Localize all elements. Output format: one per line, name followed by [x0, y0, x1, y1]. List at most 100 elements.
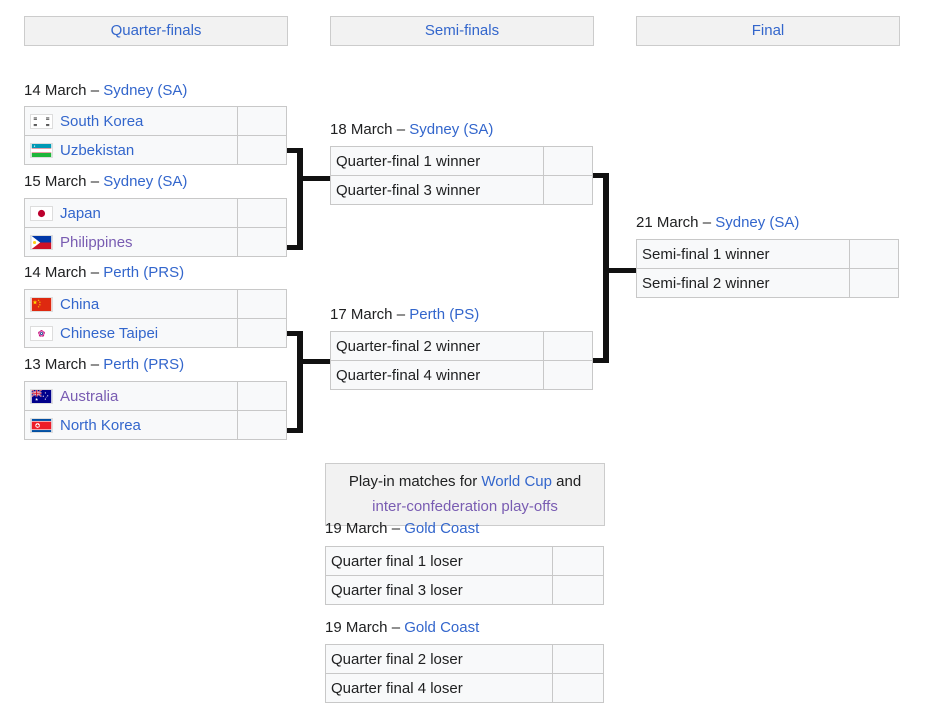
date-venue-separator: – — [396, 121, 406, 138]
score-cell — [543, 360, 593, 390]
south-korea-flag-icon — [30, 113, 53, 129]
round-header-label: Quarter-finals — [110, 22, 202, 39]
team-cell[interactable]: North Korea — [24, 410, 238, 440]
round-header-semi-finals: Semi-finals — [330, 16, 594, 46]
match-table-qf1: South Korea Uzbekistan — [24, 106, 287, 165]
bracket-connector-stub-qf3 — [287, 331, 303, 336]
table-row: Quarter final 1 loser — [325, 546, 604, 576]
match-date-qf4: 13 March – Perth (PRS) — [24, 355, 184, 375]
score-cell — [237, 227, 287, 257]
round-header-label: Semi-finals — [424, 22, 500, 39]
japan-flag-icon — [30, 205, 53, 221]
team-cell[interactable]: China — [24, 289, 238, 319]
bracket-connector-stub-qf4 — [287, 428, 303, 433]
match-date-text: 18 March — [330, 121, 393, 138]
score-cell — [552, 546, 604, 576]
bracket-connector-out-sf1 — [297, 176, 333, 181]
play-in-caption: Play-in matches for World Cup and inter-… — [325, 463, 605, 526]
team-name-link[interactable]: Uzbekistan — [60, 141, 135, 159]
match-date-qf2: 15 March – Sydney (SA) — [24, 172, 187, 192]
team-name-link[interactable]: North Korea — [60, 416, 141, 434]
match-venue-link[interactable]: Sydney (SA) — [715, 214, 800, 231]
team-cell[interactable]: South Korea — [24, 106, 238, 136]
match-date-qf3: 14 March – Perth (PRS) — [24, 263, 184, 283]
team-placeholder-label: Quarter final 2 loser — [331, 650, 463, 668]
team-placeholder-label: Semi-final 2 winner — [642, 274, 770, 292]
round-header-label: Final — [751, 22, 785, 39]
match-date-text: 19 March — [325, 520, 388, 537]
team-cell[interactable]: Philippines — [24, 227, 238, 257]
date-venue-separator: – — [391, 619, 401, 636]
team-name-link[interactable]: China — [60, 295, 100, 313]
match-venue-link[interactable]: Perth (PRS) — [103, 264, 185, 281]
australia-flag-icon — [30, 388, 53, 404]
match-date-sf1: 18 March – Sydney (SA) — [330, 120, 493, 140]
table-row: Uzbekistan — [24, 135, 287, 165]
china-flag-icon — [30, 296, 53, 312]
team-placeholder-label: Quarter-final 4 winner — [336, 366, 481, 384]
team-cell: Quarter-final 3 winner — [330, 175, 544, 205]
match-venue-link[interactable]: Gold Coast — [404, 619, 480, 636]
match-table-qf2: Japan Philippines — [24, 198, 287, 257]
match-date-sf2: 17 March – Perth (PS) — [330, 305, 479, 325]
bracket-connector-out-final — [603, 268, 639, 273]
team-cell[interactable]: Chinese Taipei — [24, 318, 238, 348]
team-cell: Quarter final 1 loser — [325, 546, 553, 576]
match-venue-link[interactable]: Perth (PS) — [409, 306, 480, 323]
table-row: South Korea — [24, 106, 287, 136]
score-cell — [552, 644, 604, 674]
match-venue-link[interactable]: Gold Coast — [404, 520, 480, 537]
score-cell — [237, 135, 287, 165]
team-name-link[interactable]: South Korea — [60, 112, 144, 130]
bracket-connector-stub-sf2 — [593, 358, 609, 363]
date-venue-separator: – — [396, 306, 406, 323]
team-cell[interactable]: Australia — [24, 381, 238, 411]
inter-confederation-play-offs-link[interactable]: inter-confederation play-offs — [372, 498, 558, 515]
table-row: Chinese Taipei — [24, 318, 287, 348]
match-table-playin1: Quarter final 1 loser Quarter final 3 lo… — [325, 546, 604, 605]
team-placeholder-label: Quarter-final 1 winner — [336, 152, 481, 170]
table-row: Philippines — [24, 227, 287, 257]
round-header-final: Final — [636, 16, 900, 46]
table-row: Quarter-final 3 winner — [330, 175, 593, 205]
score-cell — [543, 146, 593, 176]
team-placeholder-label: Quarter final 3 loser — [331, 581, 463, 599]
play-in-caption-post: and — [551, 473, 582, 490]
team-cell: Semi-final 1 winner — [636, 239, 850, 269]
score-cell — [237, 381, 287, 411]
match-date-text: 21 March — [636, 214, 699, 231]
world-cup-link[interactable]: World Cup — [481, 473, 552, 490]
team-placeholder-label: Quarter-final 3 winner — [336, 181, 481, 199]
score-cell — [237, 198, 287, 228]
match-table-final: Semi-final 1 winner Semi-final 2 winner — [636, 239, 899, 298]
date-venue-separator: – — [391, 520, 401, 537]
team-cell[interactable]: Uzbekistan — [24, 135, 238, 165]
team-cell: Quarter-final 1 winner — [330, 146, 544, 176]
table-row: Quarter final 4 loser — [325, 673, 604, 703]
match-venue-link[interactable]: Sydney (SA) — [409, 121, 494, 138]
match-venue-link[interactable]: Perth (PRS) — [103, 356, 185, 373]
team-cell: Quarter final 4 loser — [325, 673, 553, 703]
team-name-link[interactable]: Chinese Taipei — [60, 324, 159, 342]
score-cell — [237, 106, 287, 136]
match-date-playin2: 19 March – Gold Coast — [325, 618, 479, 638]
north-korea-flag-icon — [30, 417, 53, 433]
match-table-sf2: Quarter-final 2 winner Quarter-final 4 w… — [330, 331, 593, 390]
date-venue-separator: – — [90, 82, 100, 99]
match-table-playin2: Quarter final 2 loser Quarter final 4 lo… — [325, 644, 604, 703]
score-cell — [849, 268, 899, 298]
team-cell[interactable]: Japan — [24, 198, 238, 228]
team-name-link[interactable]: Australia — [60, 387, 119, 405]
table-row: China — [24, 289, 287, 319]
table-row: Quarter-final 1 winner — [330, 146, 593, 176]
team-name-link[interactable]: Philippines — [60, 233, 133, 251]
bracket-connector-out-sf2 — [297, 359, 333, 364]
table-row: Quarter-final 4 winner — [330, 360, 593, 390]
chinese-taipei-flag-icon — [30, 325, 53, 341]
team-cell: Quarter-final 4 winner — [330, 360, 544, 390]
team-name-link[interactable]: Japan — [60, 204, 101, 222]
team-placeholder-label: Quarter final 1 loser — [331, 552, 463, 570]
match-venue-link[interactable]: Sydney (SA) — [103, 173, 188, 190]
bracket-connector-stub-sf1 — [593, 173, 609, 178]
match-venue-link[interactable]: Sydney (SA) — [103, 82, 188, 99]
